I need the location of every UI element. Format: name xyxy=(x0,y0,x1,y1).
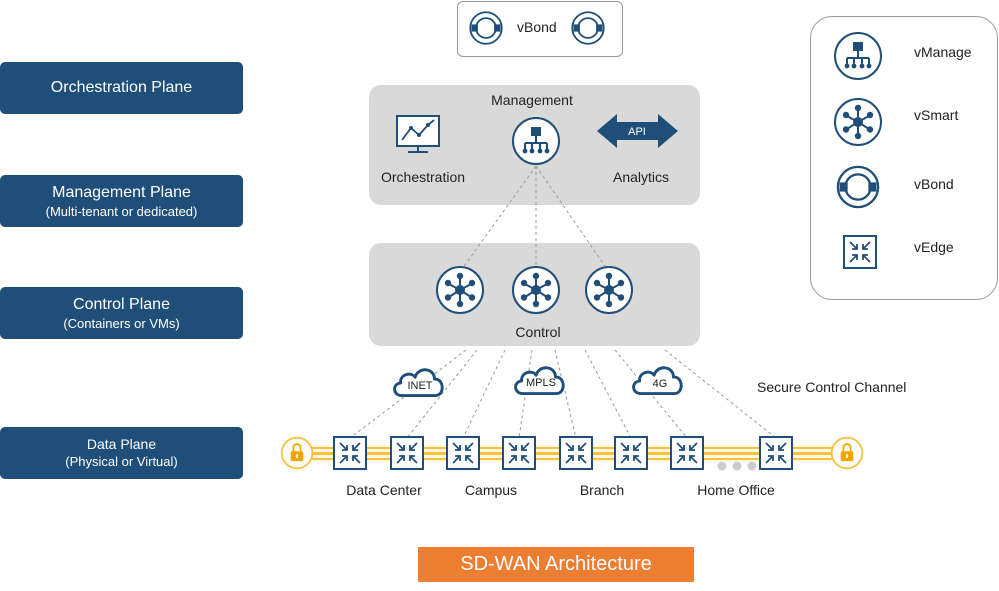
legend-vbond-label: vBond xyxy=(914,176,954,192)
vedge-icon xyxy=(759,436,793,470)
lock-icon xyxy=(280,436,314,470)
vsmart-icon xyxy=(585,266,633,314)
orchestration-plane-label: Orchestration Plane xyxy=(0,62,243,114)
vsmart-icon xyxy=(512,266,560,314)
legend-vsmart-icon xyxy=(834,98,882,146)
vedge-icon xyxy=(614,436,648,470)
vedge-icon xyxy=(390,436,424,470)
vedge-icon xyxy=(502,436,536,470)
vsmart-icon xyxy=(436,266,484,314)
legend-vsmart-label: vSmart xyxy=(914,107,959,123)
legend-vbond-icon xyxy=(836,165,880,209)
monitor-chart-icon xyxy=(396,115,440,153)
mpls-label: MPLS xyxy=(526,377,556,389)
analytics-label: Analytics xyxy=(612,169,670,185)
ellipsis-dots xyxy=(717,461,757,471)
orchestration-plane-title: Orchestration Plane xyxy=(50,79,193,96)
management-plane-label: Management Plane (Multi-tenant or dedica… xyxy=(0,175,243,227)
vmanage-icon xyxy=(512,117,560,165)
site-label-home-office: Home Office xyxy=(697,482,775,498)
cloud-4g-icon: 4G xyxy=(632,366,683,396)
api-arrow-icon: API xyxy=(597,114,678,148)
data-plane-title: Data Plane xyxy=(86,436,157,452)
cloud-mpls-icon: MPLS xyxy=(514,366,565,396)
data-plane-label: Data Plane (Physical or Virtual) xyxy=(0,427,243,479)
api-label: API xyxy=(628,126,646,138)
vedge-icon xyxy=(333,436,367,470)
legend-vedge-icon xyxy=(843,235,877,269)
legend-vmanage-icon xyxy=(834,32,882,80)
legend-vedge-label: vEdge xyxy=(914,239,954,255)
diagram-title: SD-WAN Architecture xyxy=(418,547,694,582)
lock-icon xyxy=(830,436,864,470)
inet-label: INET xyxy=(407,380,432,392)
control-plane-label: Control Plane (Containers or VMs) xyxy=(0,287,243,339)
site-label-branch: Branch xyxy=(579,482,625,498)
vbond-top-label: vBond xyxy=(517,19,557,35)
vbond-icon xyxy=(469,11,503,45)
control-plane-title: Control Plane xyxy=(73,295,170,313)
management-title: Management xyxy=(491,92,573,108)
site-label-data-center: Data Center xyxy=(346,482,422,498)
legend-vmanage-label: vManage xyxy=(914,44,972,60)
site-label-campus: Campus xyxy=(464,482,518,498)
vbond-icon xyxy=(571,11,605,45)
control-label: Control xyxy=(515,324,561,340)
vedge-icon xyxy=(670,436,704,470)
control-plane-subtitle: (Containers or VMs) xyxy=(63,315,180,331)
vedge-icon xyxy=(446,436,480,470)
data-plane-subtitle: (Physical or Virtual) xyxy=(65,454,178,469)
cloud-inet-icon: INET xyxy=(393,368,444,398)
management-plane-subtitle: (Multi-tenant or dedicated) xyxy=(45,203,198,219)
lte-label: 4G xyxy=(653,378,668,390)
management-plane-title: Management Plane xyxy=(52,183,191,201)
control-channel-lines xyxy=(349,165,777,439)
secure-channel-label: Secure Control Channel xyxy=(757,379,907,395)
orchestration-label: Orchestration xyxy=(380,169,466,185)
vedge-icon xyxy=(559,436,593,470)
